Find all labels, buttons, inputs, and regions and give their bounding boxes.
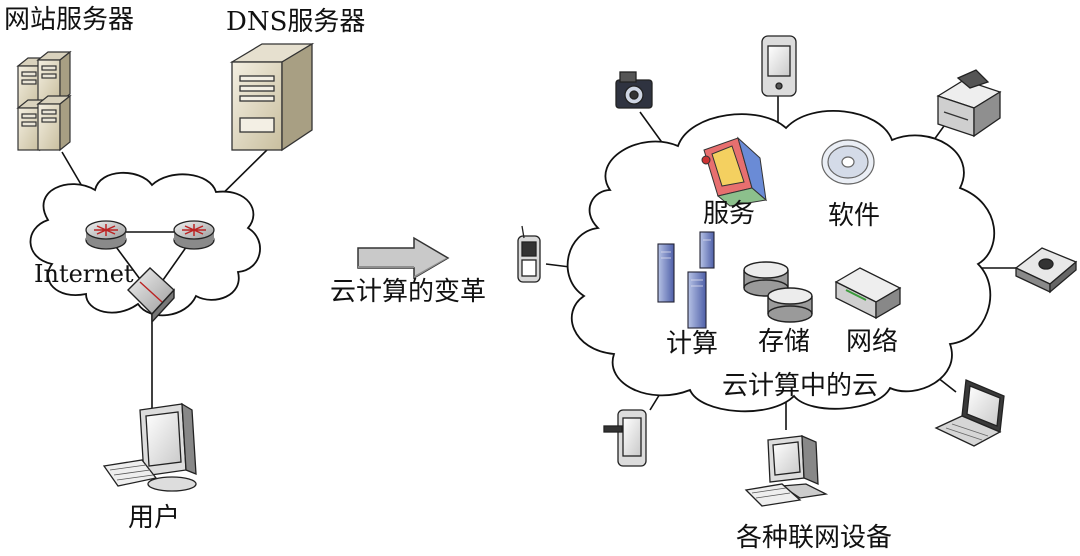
cd-icon (821, 139, 875, 185)
router-icon (173, 220, 215, 250)
mobile-phone-icon (517, 225, 541, 283)
storage-label: 存储 (758, 327, 810, 357)
pda-icon (761, 35, 797, 97)
cloud-shape (566, 109, 996, 413)
camera-icon (615, 71, 653, 109)
laptop-icon (934, 379, 1005, 447)
internet-label: Internet (34, 260, 134, 288)
transition-arrow (357, 236, 450, 280)
compute-label: 计算 (666, 329, 718, 359)
dns-server-icon (229, 42, 315, 152)
user-label: 用户 (128, 503, 180, 533)
network-device-icon (834, 267, 902, 320)
switch-icon (127, 267, 175, 324)
database-icon (743, 261, 813, 323)
web-server-label: 网站服务器 (4, 5, 134, 35)
tablet-icon (603, 409, 647, 467)
software-label: 软件 (828, 201, 880, 231)
internet-cloud (29, 171, 261, 317)
cloud-label: 云计算中的云 (722, 371, 878, 401)
desktop-computer-icon (102, 402, 197, 492)
network-label: 网络 (846, 327, 898, 357)
services-label: 服务 (703, 199, 755, 229)
service-icon (701, 136, 768, 207)
web-server-icon (16, 50, 72, 152)
printer-icon (936, 69, 1002, 138)
workstation-icon (744, 434, 829, 507)
arrow-label: 云计算的变革 (330, 277, 486, 307)
scanner-icon (1014, 247, 1078, 294)
server-icon (657, 231, 715, 329)
dns-server-label: DNS服务器 (226, 7, 365, 37)
router-icon (85, 220, 127, 250)
devices-label: 各种联网设备 (736, 523, 892, 553)
